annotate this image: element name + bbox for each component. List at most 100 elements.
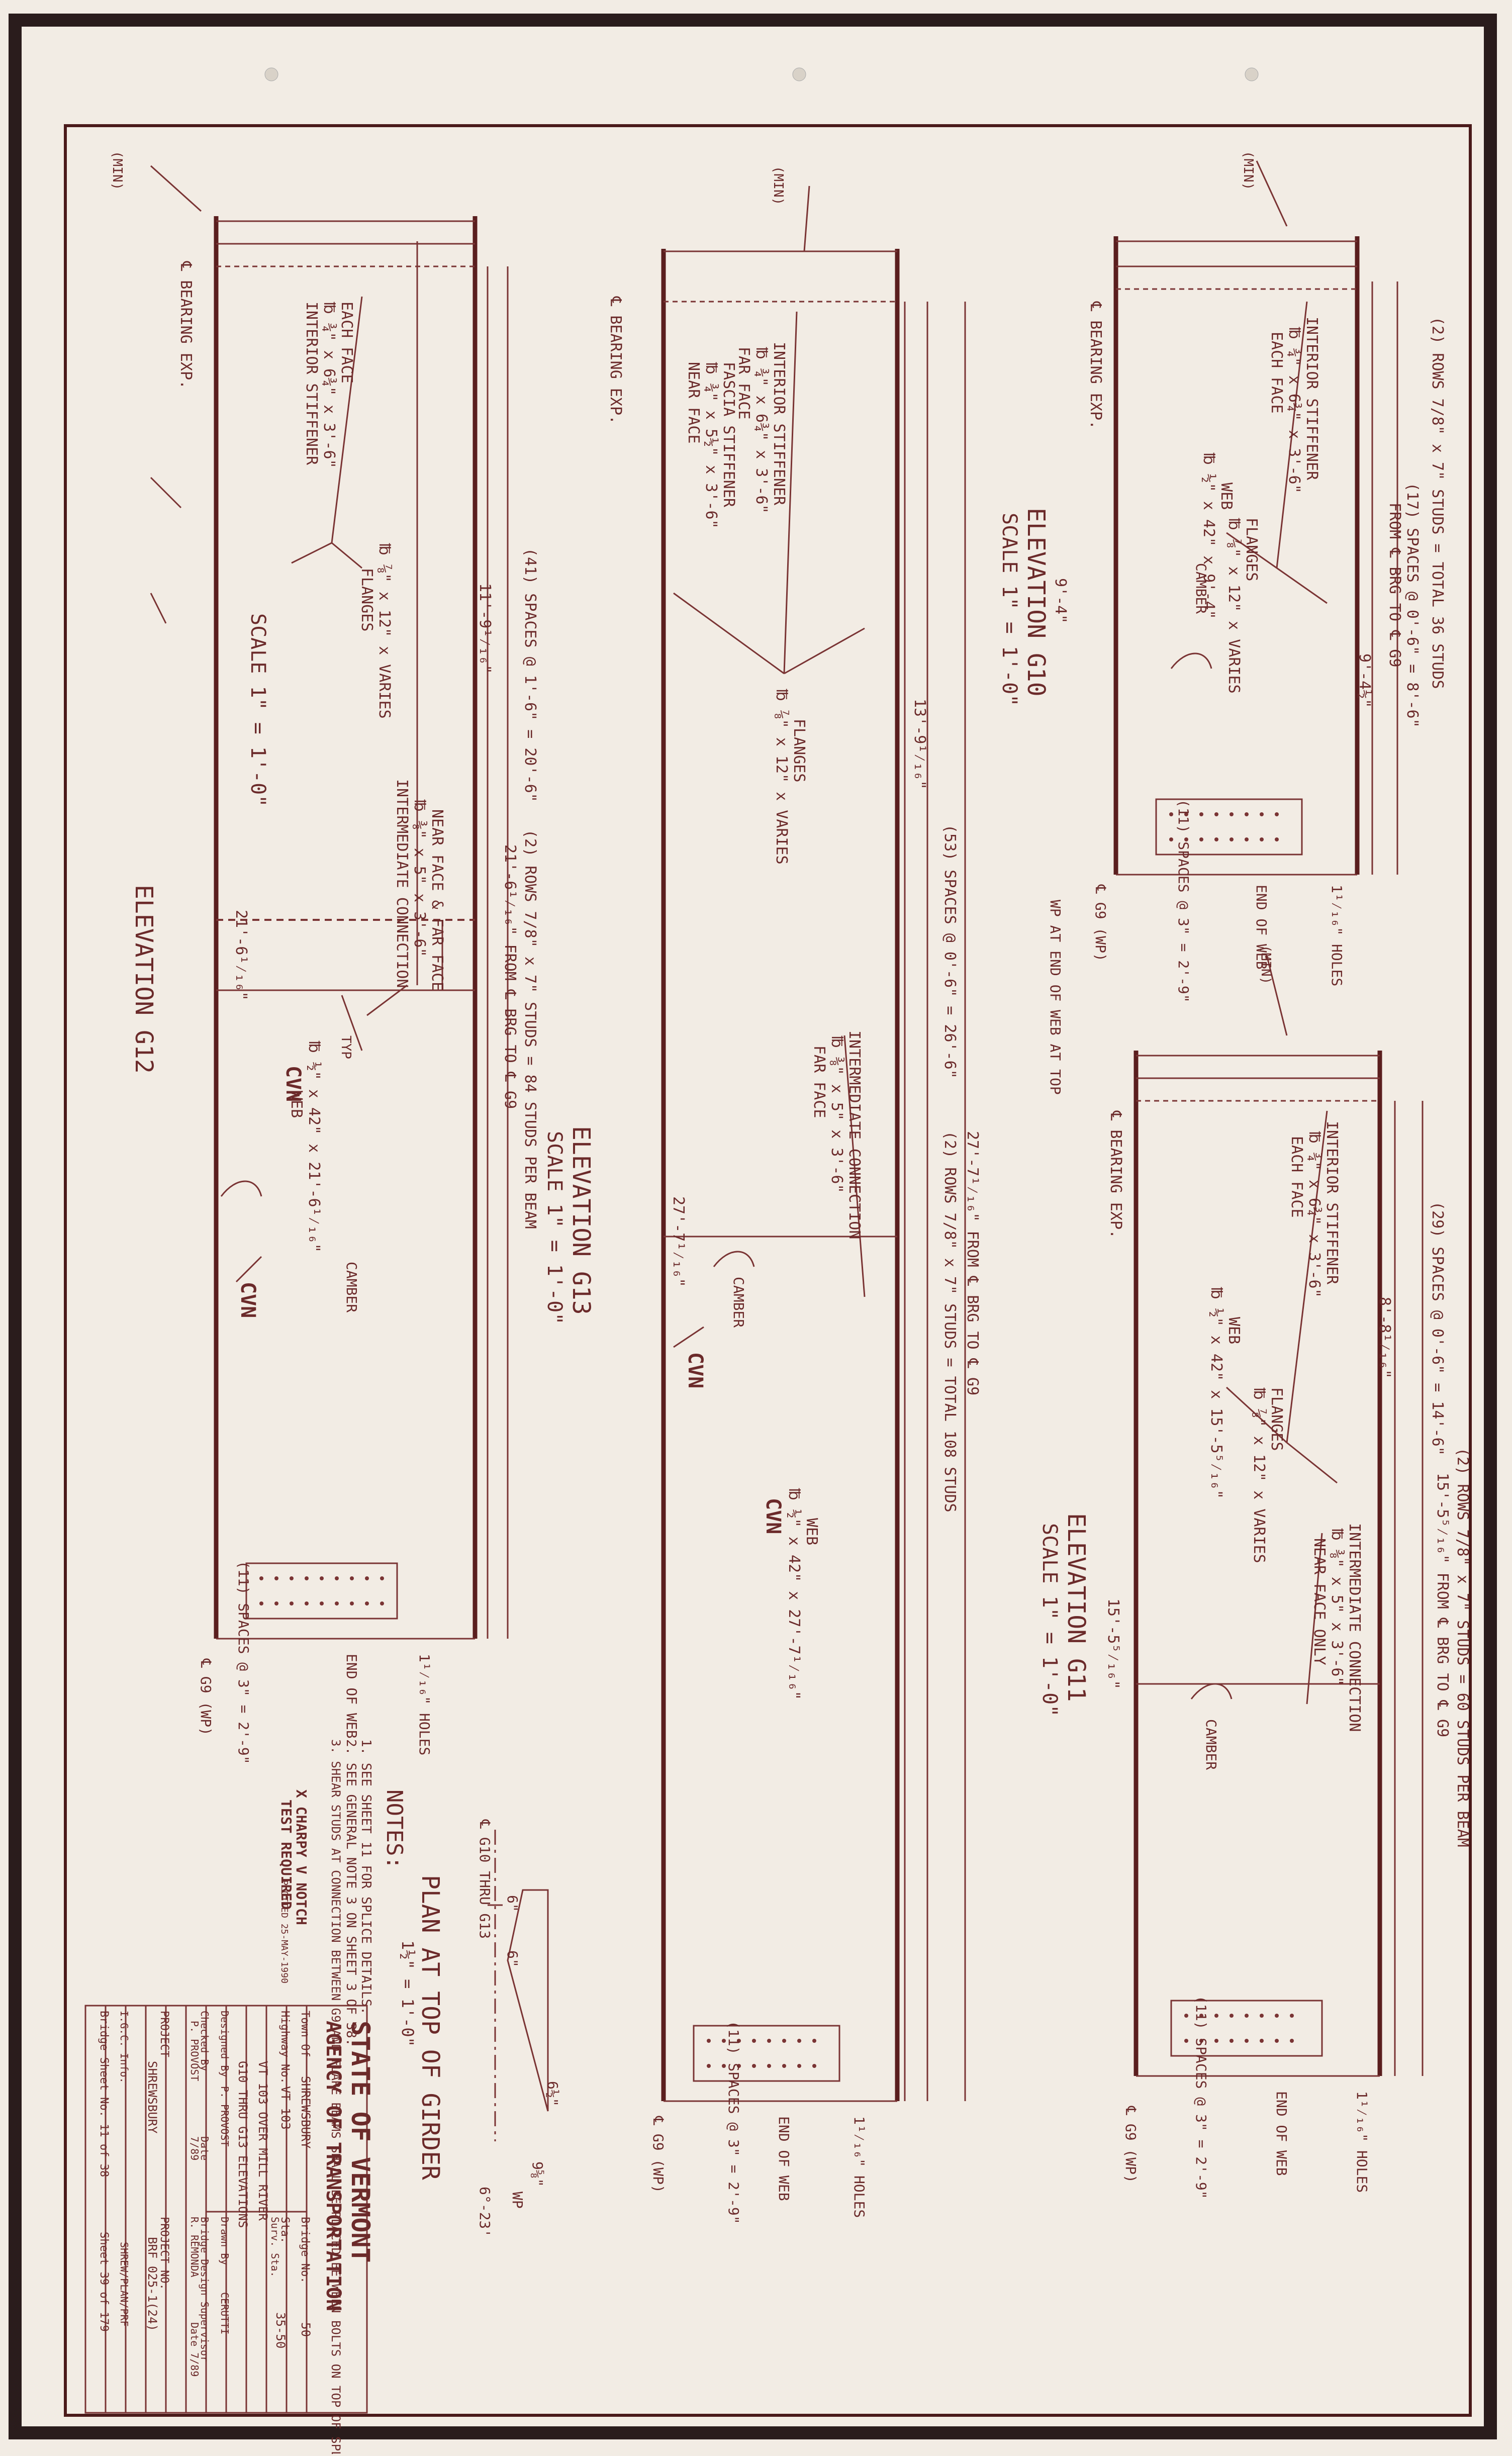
g13-fascia-size: ℔ ¾" x 5½" x 3'-6" [702, 362, 720, 529]
g11-g9-wp: ℄ G9 (WP) [1122, 2106, 1139, 2183]
g13-intermediate-size: ℔ ⅜" x 5" x 3'-6" [828, 1035, 845, 1193]
g13-fascia: FASCIA STIFFENER [720, 362, 737, 508]
g10-bearing-label: ℄ BEARING EXP. [1087, 301, 1104, 429]
bridge-no-label: Bridge No. [299, 2217, 311, 2283]
g10-len-a: 9'-4½" [1356, 653, 1373, 708]
g10-g9-wp: ℄ G9 (WP) [1092, 884, 1109, 962]
g10-flange-size: ℔ ⅞" x 12" x VARIES [1225, 518, 1243, 694]
g13-web-size: ℔ ½" x 42" x 27'-7¹⁄₁₆" [785, 1488, 803, 1700]
elevation-g11: ℄ BEARING EXP. ELEVATION G11 SCALE 1" = … [1038, 945, 1471, 2199]
g12-len-b: 21'-6¹⁄₁₆" [232, 910, 250, 1001]
g11-stud-rows: (2) ROWS 7/8" x 7" STUDS = 60 STUDS PER … [1454, 1448, 1471, 1847]
g13-flanges: FLANGES [790, 719, 808, 782]
g12-len-a: 11'-9¹⁄₁₆" [476, 583, 494, 674]
punch-hole [264, 67, 278, 81]
title-block: STATE OF VERMONT AGENCY OF TRANSPORTATIO… [84, 2005, 375, 2414]
g13-cvn: CVN [762, 1498, 785, 1534]
g13-far-face: FAR FACE [735, 347, 752, 420]
project-no-label: PROJECT NO. [158, 2217, 170, 2290]
g13-g9-wp: ℄ G9 (WP) [650, 2116, 667, 2193]
designed-by-label: Designed By [219, 2011, 231, 2077]
g12-bearing-label: ℄ BEARING EXP. [177, 261, 195, 389]
g10-stud-from: FROM ℄ BRG TO ℄ G9 [1386, 503, 1403, 668]
supervisor-value: R. REMONDA [188, 2217, 201, 2277]
bridge-no-value: 50 [299, 2322, 313, 2337]
project-label: PROJECT [158, 2011, 170, 2057]
g11-stud-from: 15'-5⁵⁄₁₆" FROM ℄ BRG TO ℄ G9 [1434, 1473, 1451, 1737]
g11-intermediate: INTERMEDIATE CONNECTION [1346, 1523, 1363, 1732]
g12-title: ELEVATION G12 [130, 885, 158, 1074]
g12-interior-size: ℔ ¾" x 6¾" x 3'-6" [320, 302, 338, 468]
supervisor-label: Bridge Design Supervisor [199, 2217, 211, 2362]
notes-heading: NOTES: [382, 1789, 407, 1869]
igc-value: SHREW/PLAN/PRF [118, 2242, 130, 2327]
elevation-g10: ℄ BEARING EXP. ELEVATION G10 SCALE 1" = … [998, 151, 1446, 1095]
highway-value: VT 103 [278, 2086, 293, 2130]
g11-stud-spaces: (29) SPACES @ 0'-6" = 14'-6" [1429, 1201, 1446, 1456]
g13-cvn-2: CVN [684, 1352, 707, 1388]
g10-wp-end: WP AT END OF WEB AT TOP [1047, 900, 1064, 1095]
g10-camber: CAMBER [1193, 563, 1209, 614]
plan-wp: WP [509, 2192, 526, 2209]
checked-by-label: Checked By [199, 2011, 211, 2071]
g11-flange-size: ℔ ⅞" x 12" x VARIES [1250, 1387, 1268, 1563]
g11-len-b: 15'-5⁵⁄₁₆" [1104, 1598, 1122, 1689]
plan-scale: 1½" = 1'-0" [398, 1940, 417, 2047]
town-label: Town Of [299, 2011, 311, 2057]
g12-stud-from: 21'-6¹⁄₁₆" FROM ℄ BRG TO ℄ G9 [501, 844, 519, 1109]
g11-title: ELEVATION G11 [1062, 1513, 1090, 1702]
project-no-value: BRF 025-1(24) [145, 2237, 159, 2331]
g13-intermediate-note: FAR FACE [810, 1046, 828, 1118]
g10-holes: 1¹⁄₁₆" HOLES [1329, 885, 1345, 986]
highway-label: Highway No. [278, 2011, 291, 2084]
g13-stud-spaces: (53) SPACES @ 0'-6" = 26'-6" [941, 824, 959, 1079]
g12-g9-wp: ℄ G9 (WP) [198, 1658, 214, 1736]
town-value: SHREWSBURY [299, 2076, 313, 2149]
g12-scale: SCALE 1" = 1'-0" [246, 613, 269, 807]
sheet-no: Sheet 39 of 179 [98, 2232, 110, 2332]
g11-intermediate-note: NEAR FACE ONLY [1310, 1538, 1328, 1665]
g13-bearing-label: ℄ BEARING EXP. [607, 296, 624, 424]
surv-sta-value: 35-50 [273, 2312, 288, 2348]
plan-dim-6-left: 6" [504, 1950, 521, 1967]
punch-hole [792, 67, 806, 81]
plan-dim-7: 6½" [544, 2081, 561, 2107]
note-3: 3. SHEAR STUDS AT CONNECTION BETWEEN G9 … [329, 1739, 343, 2454]
g10-holes-spacing: (11) SPACES @ 3" = 2'-9" [1175, 799, 1192, 1003]
sta-label: Sta. [278, 2217, 291, 2243]
g13-interior-size: ℔ ¾" x 6¾" x 3'-6" [752, 347, 770, 514]
g11-interior-stiffener: INTERIOR STIFFENER [1323, 1121, 1341, 1285]
plan-at-top-of-girder: PLAN AT TOP OF GIRDER 1½" = 1'-0" ℄ G10 … [398, 1819, 561, 2237]
plan-title: PLAN AT TOP OF GIRDER [416, 1875, 444, 2180]
g13-intermediate: INTERMEDIATE CONNECTION [845, 1030, 863, 1239]
g11-intermediate-size: ℔ ⅜" x 5" x 3'-6" [1328, 1528, 1346, 1686]
elevation-g12: ℄ BEARING EXP. SCALE 1" = 1'-0" INTERIOR… [110, 151, 539, 1764]
title-agency: AGENCY OF TRANSPORTATION [322, 2021, 345, 2311]
plan-dim-9: 9⅝" [529, 2161, 546, 2187]
g12-holes: 1¹⁄₁₆" HOLES [416, 1654, 433, 1755]
designed-by-value: P. PROVOST [219, 2086, 231, 2146]
checked-by-value: P. PROVOST [188, 2021, 201, 2081]
g13-flange-size: ℔ ⅞" x 12" x VARIES [773, 689, 790, 865]
g12-typ: TYP [338, 1035, 353, 1059]
g13-weld-min: (MIN) [771, 166, 786, 205]
g13-camber: CAMBER [730, 1277, 747, 1328]
project-value: SHREWSBURY [145, 2061, 159, 2134]
g11-flanges: FLANGES [1268, 1387, 1285, 1451]
g12-camber: CAMBER [343, 1262, 360, 1312]
elevation-g13: ℄ BEARING EXP. ELEVATION G13 SCALE 1" = … [543, 166, 981, 2224]
g11-end-web: END OF WEB [1273, 2091, 1290, 2176]
g10-interior-size: ℔ ¾" x 6¾" x 3'-6" [1285, 327, 1303, 494]
g11-camber: CAMBER [1203, 1719, 1219, 1770]
supervisor-date: Date 7/89 [188, 2322, 201, 2377]
route-desc: VT 103 OVER MILL RIVER [256, 2061, 270, 2221]
g12-web-size: ℔ ½" x 42" x 21'-6¹⁄₁₆" [305, 1041, 323, 1253]
punch-hole [1245, 67, 1259, 81]
charpy-line-2: TEST REQUIRED [278, 1800, 295, 1910]
g10-interior-stiffener: INTERIOR STIFFENER [1303, 317, 1320, 481]
note-2: 2. SEE GENERAL NOTE 3 ON SHEET 3 OF 38. [343, 1739, 358, 2046]
g11-holes-spacing: (11) SPACES @ 3" = 2'-9" [1193, 1996, 1209, 2199]
g12-flange-size: ℔ ⅞" x 12" x VARIES [375, 543, 393, 719]
